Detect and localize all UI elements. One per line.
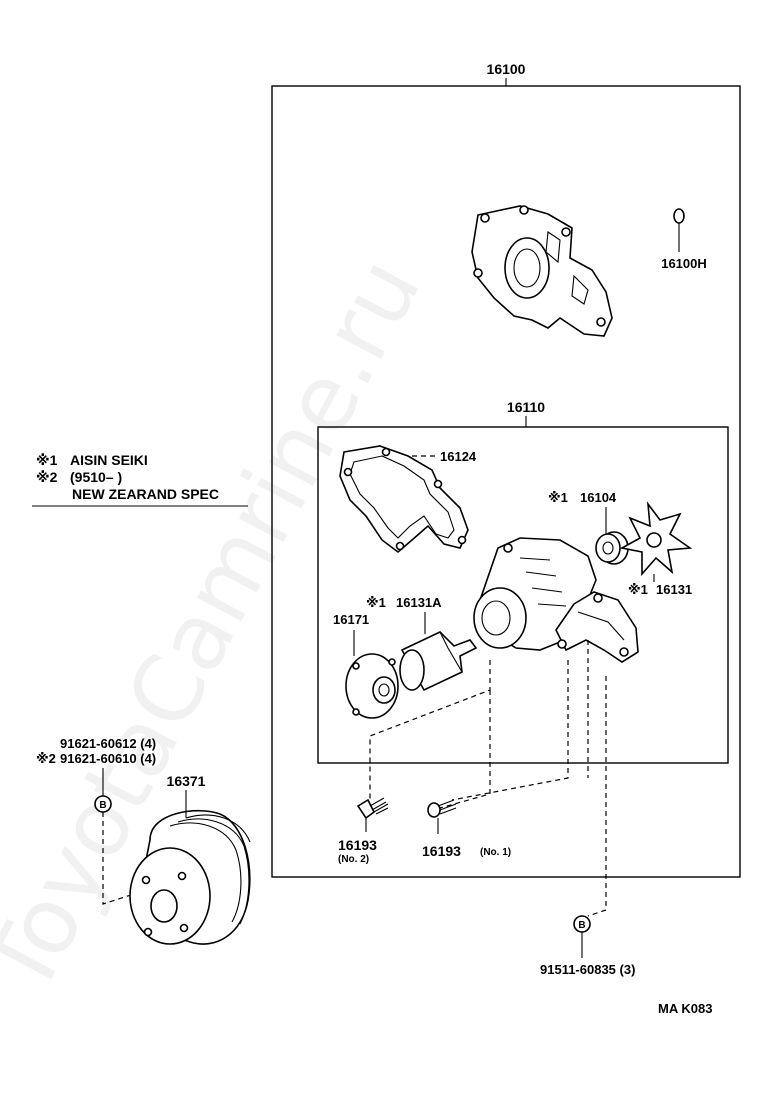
- gasket-part: [339, 445, 469, 554]
- bolt-path-no2: [369, 660, 491, 800]
- pulley-part: [129, 809, 251, 945]
- oring-part: [673, 208, 685, 224]
- label-16193-no2[interactable]: 16193: [338, 837, 377, 853]
- bolt-no1-part: [427, 799, 457, 818]
- label-16371[interactable]: 16371: [167, 773, 206, 789]
- bolt-no2-part: [356, 797, 389, 820]
- bearing-part: [399, 631, 478, 692]
- label-16193-no1-note: (No. 1): [480, 847, 511, 858]
- label-pulley-bolt-mark: ※2: [36, 751, 56, 766]
- label-16124[interactable]: 16124: [440, 449, 477, 464]
- bolt-path-no1-b: [451, 660, 569, 801]
- label-rotor-mark: ※1: [628, 582, 648, 597]
- sub-assembly-frame: [317, 426, 729, 764]
- pump-cover-part: [471, 205, 613, 337]
- ref-marker-right-text: B: [578, 920, 585, 931]
- label-16110[interactable]: 16110: [507, 399, 545, 415]
- label-16193-no1[interactable]: 16193: [422, 843, 461, 859]
- legend-note2-text: (9510– ): [70, 469, 122, 485]
- label-16104[interactable]: 16104: [580, 490, 617, 505]
- bolt-path-no1-a: [439, 690, 491, 809]
- flange-part: [345, 653, 399, 719]
- pulley-bolt-path: [102, 812, 135, 905]
- label-seal-mark: ※1: [548, 490, 568, 505]
- label-bearing-mark: ※1: [366, 595, 386, 610]
- label-16131A[interactable]: 16131A: [396, 595, 442, 610]
- ref-marker-left-text: B: [99, 800, 106, 811]
- label-16100H[interactable]: 16100H: [661, 256, 707, 271]
- diagram-code: MA K083: [658, 1001, 712, 1016]
- label-16193-no2-note: (No. 2): [338, 854, 369, 865]
- legend-note1-mark: ※1: [36, 452, 58, 468]
- label-16100[interactable]: 16100: [487, 61, 526, 77]
- legend-note2-sub: NEW ZEARAND SPEC: [72, 486, 219, 502]
- label-91511-60835[interactable]: 91511-60835 (3): [540, 962, 635, 977]
- seal-part: [595, 531, 629, 565]
- pump-body-part: [473, 537, 639, 663]
- label-91621-60610[interactable]: 91621-60610 (4): [60, 751, 156, 766]
- label-91621-60612[interactable]: 91621-60612 (4): [60, 736, 156, 751]
- bolt-path-91511: [587, 640, 607, 917]
- label-16171[interactable]: 16171: [333, 612, 369, 627]
- label-16131[interactable]: 16131: [656, 582, 692, 597]
- legend-note1-text: AISIN SEIKI: [70, 452, 148, 468]
- legend-note2-mark: ※2: [36, 469, 58, 485]
- rotor-part: [619, 501, 693, 577]
